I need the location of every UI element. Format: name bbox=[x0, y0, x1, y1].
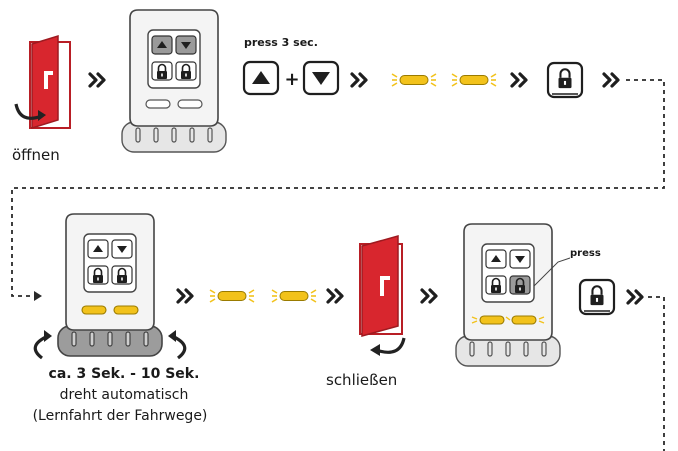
auto-rotate-label: dreht automatisch bbox=[59, 387, 189, 403]
arrow-down-button-icon bbox=[509, 249, 531, 269]
lock-alt-button-icon bbox=[111, 265, 133, 285]
arrow-up-button-icon bbox=[87, 239, 109, 259]
arrow-up-button-icon bbox=[151, 35, 173, 55]
callout-line bbox=[533, 257, 571, 287]
arrow-up-button-icon bbox=[242, 60, 280, 96]
flow-arrow bbox=[420, 288, 438, 304]
blinking-led-icon bbox=[391, 73, 437, 87]
flow-arrow bbox=[88, 72, 106, 88]
flow-arrow bbox=[602, 72, 620, 88]
arrow-down-button-icon bbox=[302, 60, 340, 96]
lock-button-icon bbox=[87, 265, 109, 285]
rotate-right-icon bbox=[168, 330, 187, 360]
remote-control-3 bbox=[455, 223, 561, 367]
learning-run-note: (Lernfahrt der Fahrwege) bbox=[32, 408, 208, 424]
press-label: press bbox=[570, 248, 601, 259]
led-off bbox=[177, 99, 203, 109]
led-off bbox=[145, 99, 171, 109]
plus-sign: + bbox=[284, 69, 299, 90]
blinking-led-icon bbox=[471, 315, 545, 325]
remote-control-1 bbox=[121, 9, 227, 153]
padlock-button-icon bbox=[578, 278, 616, 316]
led-on bbox=[113, 305, 139, 315]
blinking-led-icon bbox=[451, 73, 497, 87]
open-label: öffnen bbox=[12, 146, 60, 164]
press-3-sec-label: press 3 sec. bbox=[244, 36, 318, 49]
flow-arrow bbox=[626, 289, 644, 305]
blinking-led-icon bbox=[271, 289, 317, 303]
flow-arrow bbox=[176, 288, 194, 304]
remote-control-2 bbox=[57, 213, 163, 357]
arrow-up-button-icon bbox=[485, 249, 507, 269]
flow-arrow bbox=[350, 72, 368, 88]
duration-label: ca. 3 Sek. - 10 Sek. bbox=[48, 366, 200, 382]
lock-alt-button-icon-pressed bbox=[509, 275, 531, 295]
close-label: schließen bbox=[326, 371, 398, 389]
flow-arrow bbox=[510, 72, 528, 88]
door-close-icon bbox=[359, 235, 406, 356]
lock-button-icon bbox=[151, 61, 173, 81]
blinking-led-icon bbox=[209, 289, 255, 303]
padlock-button-icon bbox=[546, 61, 584, 99]
rotate-left-icon bbox=[33, 330, 52, 360]
lock-button-icon bbox=[485, 275, 507, 295]
arrow-down-button-icon bbox=[175, 35, 197, 55]
arrow-down-button-icon bbox=[111, 239, 133, 259]
flow-arrow bbox=[326, 288, 344, 304]
flow-connector bbox=[648, 296, 665, 451]
lock-alt-button-icon bbox=[175, 61, 197, 81]
door-open-icon bbox=[14, 34, 71, 130]
connector-arrowhead bbox=[34, 291, 42, 301]
led-on bbox=[81, 305, 107, 315]
flow-connector bbox=[11, 79, 665, 297]
